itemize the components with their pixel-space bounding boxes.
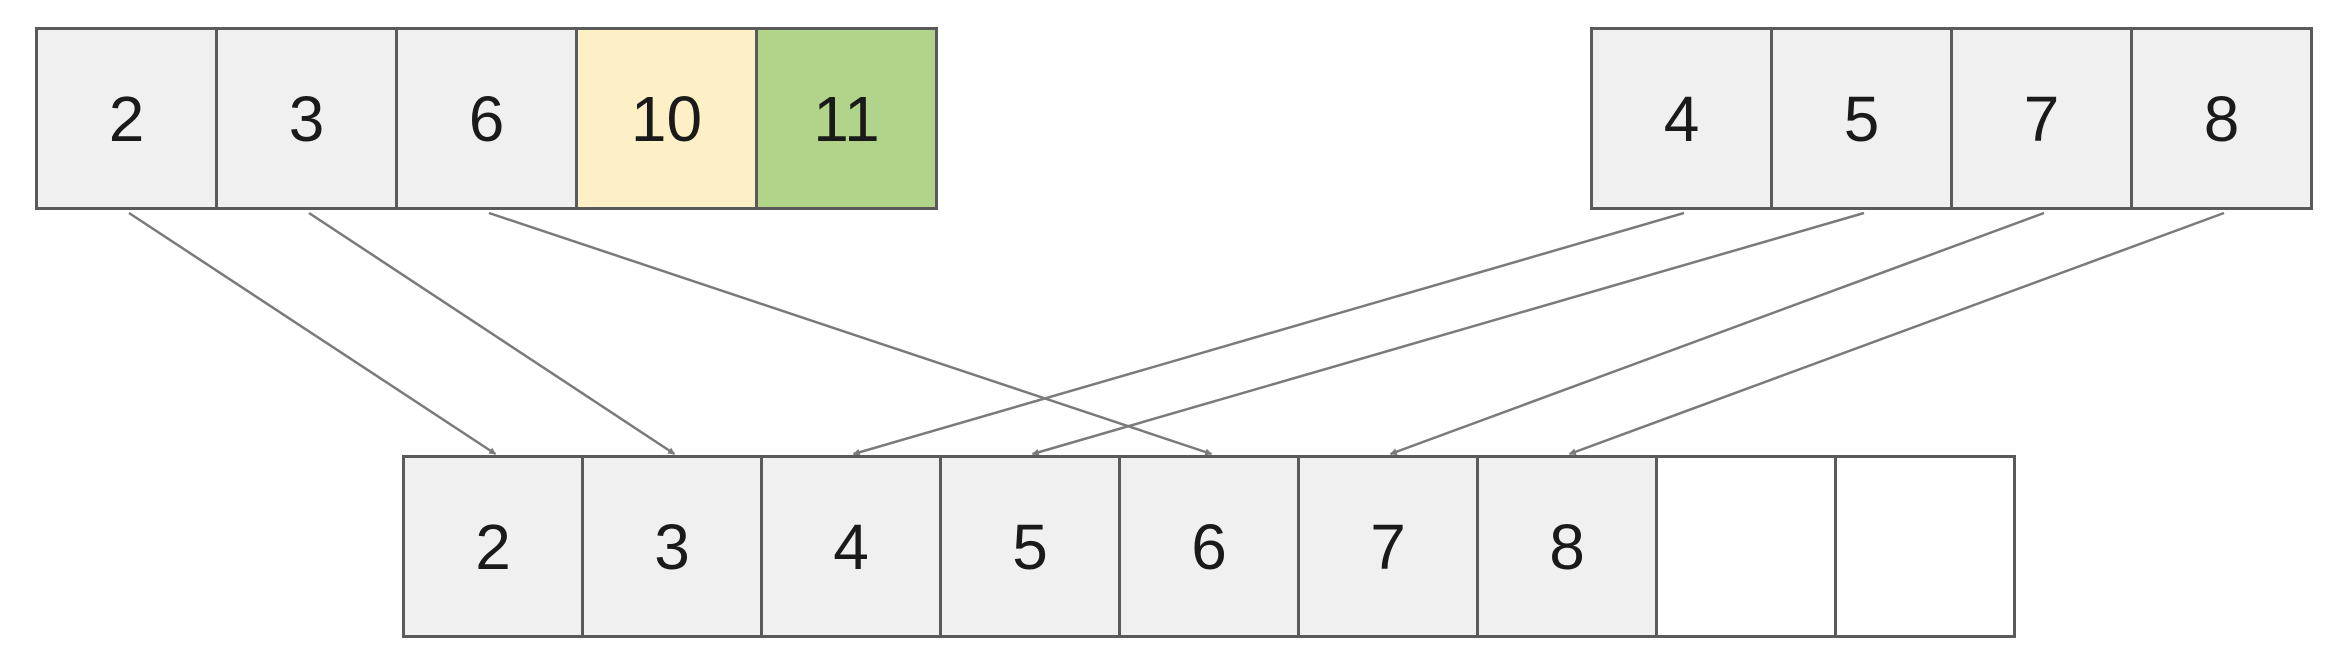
merged-cell-3: 5 bbox=[939, 455, 1121, 638]
merged-cell-2: 4 bbox=[760, 455, 942, 638]
merged-cell-5: 7 bbox=[1297, 455, 1479, 638]
right-cell-2: 7 bbox=[1950, 27, 2133, 210]
arrow-right-0-to-merged-2 bbox=[852, 211, 1685, 456]
arrow-right-3-to-merged-6 bbox=[1568, 211, 2225, 456]
left-cell-0: 2 bbox=[35, 27, 218, 210]
left-cell-1: 3 bbox=[215, 27, 398, 210]
arrow-right-2-to-merged-5 bbox=[1389, 211, 2045, 456]
left-cell-3: 10 bbox=[575, 27, 758, 210]
merged-cell-6: 8 bbox=[1476, 455, 1658, 638]
merged-cell-0: 2 bbox=[402, 455, 584, 638]
arrow-left-1-to-merged-1 bbox=[308, 211, 676, 456]
merged-cell-1: 3 bbox=[581, 455, 763, 638]
left-cell-4: 11 bbox=[755, 27, 938, 210]
merged-cell-8 bbox=[1834, 455, 2016, 638]
arrow-left-2-to-merged-4 bbox=[488, 211, 1213, 456]
arrow-right-1-to-merged-3 bbox=[1031, 211, 1865, 456]
right-cell-0: 4 bbox=[1590, 27, 1773, 210]
merged-cell-7 bbox=[1655, 455, 1837, 638]
merged-cell-4: 6 bbox=[1118, 455, 1300, 638]
right-cell-1: 5 bbox=[1770, 27, 1953, 210]
left-cell-2: 6 bbox=[395, 27, 578, 210]
arrow-left-0-to-merged-0 bbox=[128, 211, 497, 456]
right-cell-3: 8 bbox=[2130, 27, 2313, 210]
